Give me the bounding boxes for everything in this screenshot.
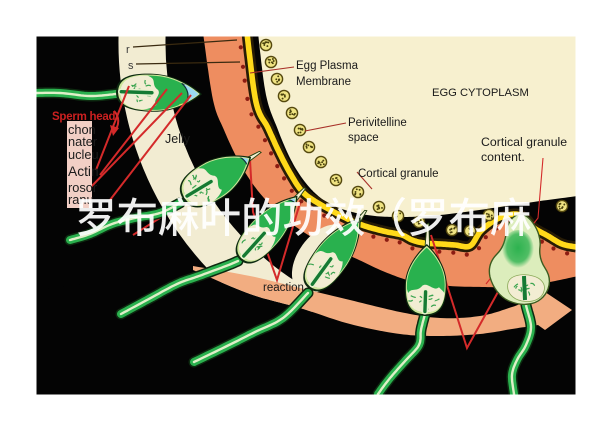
svg-text:EGG CYTOPLASM: EGG CYTOPLASM	[432, 87, 529, 99]
svg-text:chon: chon	[68, 122, 96, 137]
svg-text:Jelly: Jelly	[165, 132, 191, 146]
svg-text:reaction: reaction	[263, 282, 304, 294]
svg-text:Membrane: Membrane	[296, 76, 351, 88]
svg-text:Sperm head: Sperm head	[52, 111, 116, 123]
svg-text:s: s	[128, 60, 134, 72]
svg-text:Egg Plasma: Egg Plasma	[296, 60, 359, 72]
svg-text:space: space	[348, 132, 379, 144]
svg-text:Perivitelline: Perivitelline	[348, 117, 407, 129]
svg-text:r: r	[126, 44, 130, 56]
svg-text:content.: content.	[481, 150, 525, 164]
svg-text:ucleu: ucleu	[68, 147, 99, 162]
svg-text:Actin: Actin	[68, 164, 99, 179]
svg-text:rosor: rosor	[68, 180, 98, 195]
svg-text:Cortical granule: Cortical granule	[481, 135, 567, 149]
svg-text:nater: nater	[68, 134, 98, 149]
svg-text:Cortical granule: Cortical granule	[358, 168, 439, 180]
